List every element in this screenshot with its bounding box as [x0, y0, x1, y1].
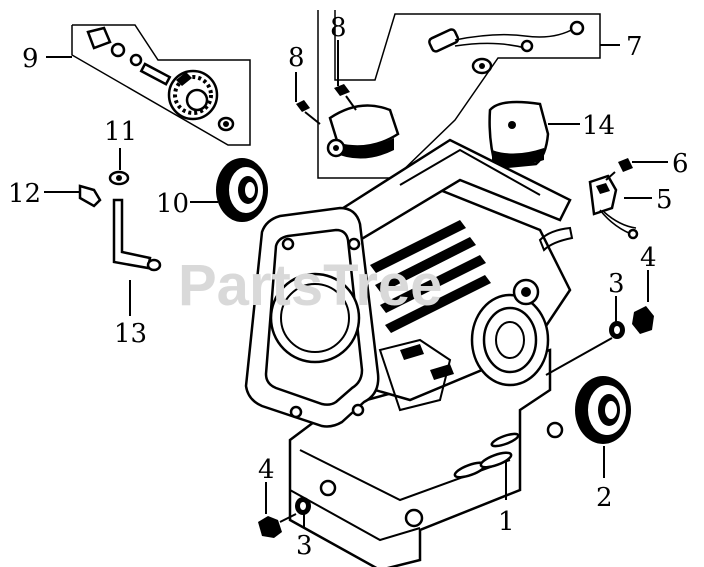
callout-8-left: 8: [288, 43, 305, 73]
ignition-group-outline: [317, 10, 601, 179]
callout-4-bottom: 4: [258, 455, 275, 485]
stop-switch-part: [588, 174, 639, 240]
bolt-8-left: [296, 100, 321, 125]
governor-group-outline: [71, 24, 251, 146]
leader-lines: [44, 40, 668, 528]
drain-bolt-bottom: [258, 497, 311, 538]
ignition-coil-part: [326, 20, 585, 159]
callout-10: 10: [156, 189, 189, 219]
callout-14: 14: [582, 111, 615, 141]
callout-5: 5: [656, 185, 673, 215]
callout-3-bottom: 3: [296, 531, 313, 561]
callout-6: 6: [672, 149, 689, 179]
bolt-8-right: [334, 84, 357, 111]
crankcase-part: [244, 138, 574, 567]
watermark-text: PartsTree: [178, 253, 442, 318]
drain-bolt-right: [545, 306, 654, 376]
callout-1: 1: [498, 507, 515, 537]
callout-11: 11: [104, 117, 137, 147]
callout-labels: 9 11 12 13 10 8 8 7 14 6 5 4 3 2 1 4 3: [8, 13, 689, 561]
governor-gear-part: [86, 26, 235, 132]
breather-cover-part: [488, 100, 550, 170]
callout-12: 12: [8, 179, 41, 209]
screw-6: [605, 158, 633, 181]
callout-8-right: 8: [330, 13, 347, 43]
callout-13: 13: [114, 319, 147, 349]
callout-2: 2: [596, 483, 613, 513]
callout-7: 7: [626, 32, 643, 62]
callout-4-right: 4: [640, 243, 657, 273]
callout-9: 9: [22, 44, 39, 74]
oil-seal-2-part: [575, 376, 631, 444]
cooling-fins: [370, 220, 491, 333]
callout-3-right: 3: [608, 269, 625, 299]
oil-seal-10-part: [216, 158, 268, 222]
governor-arm-part: [78, 170, 162, 272]
